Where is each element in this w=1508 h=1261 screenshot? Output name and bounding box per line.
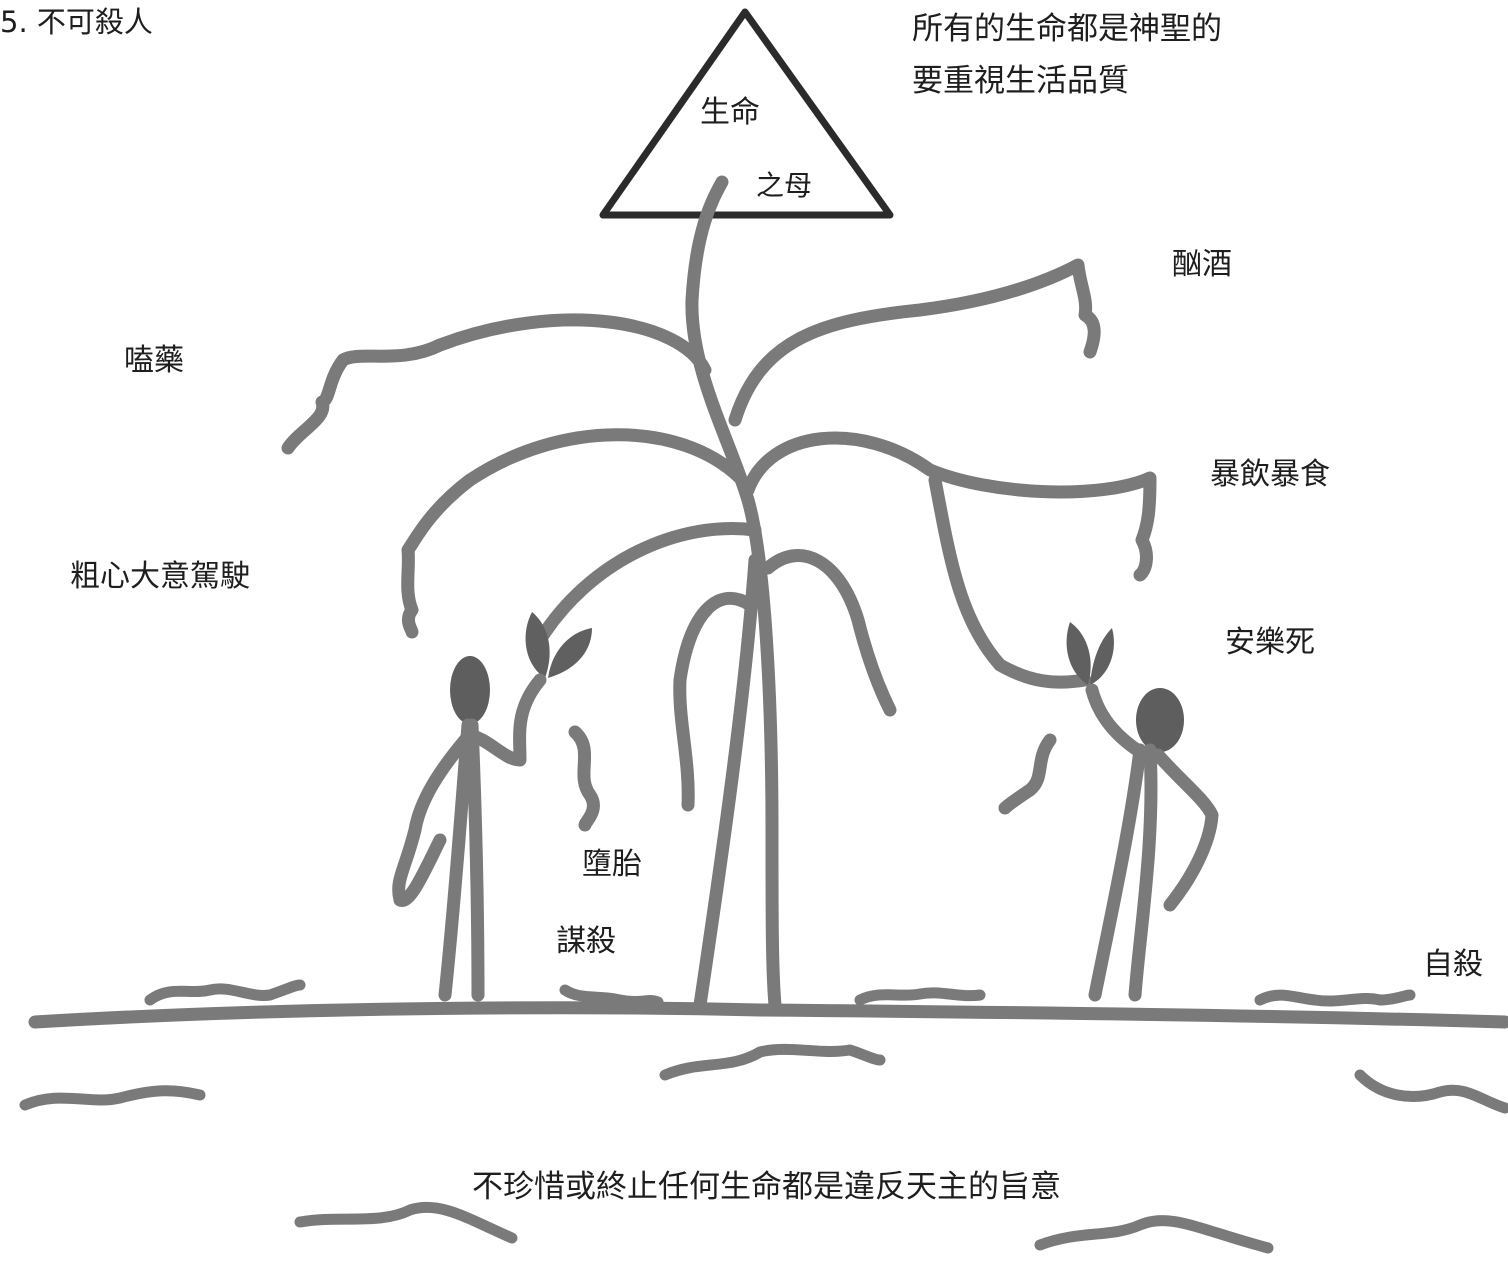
tree-trunk: [685, 175, 782, 1012]
threat-suicide: 自殺: [1423, 947, 1483, 982]
branch-upper-right: [728, 258, 1101, 427]
tree-of-life: [281, 175, 1157, 1012]
threat-abortion: 墮胎: [582, 847, 642, 882]
threat-reckless-driving: 粗心大意駕駛: [70, 559, 250, 594]
branch-low-right: [928, 473, 1092, 689]
tree-trunk-left: [693, 553, 762, 1012]
branch-low-left: [533, 522, 762, 647]
ground-tufts: [19, 979, 1508, 1254]
branch-mid-left: [401, 428, 747, 639]
branch-mid-right: [741, 431, 1157, 582]
scissors-right: [1066, 622, 1114, 685]
figure-left: [392, 656, 547, 1002]
threat-murder: 謀殺: [556, 924, 616, 959]
branch-upper-left: [281, 313, 712, 455]
ground-line: [28, 1001, 1508, 1029]
broken-twig-left: [568, 725, 600, 832]
threat-gluttony: 暴飲暴食: [1210, 457, 1330, 492]
triangle-outline: [599, 8, 894, 219]
threat-drugs: 嗑藥: [124, 343, 184, 378]
triangle-label-life: 生命: [700, 95, 760, 130]
statement-life-sacred: 所有的生命都是神聖的: [912, 11, 1222, 47]
threat-drinking: 酗酒: [1172, 247, 1232, 282]
scissors-left: [525, 612, 592, 678]
bottom-message: 不珍惜或終止任何生命都是違反天主的旨意: [472, 1169, 1061, 1205]
broken-twig-right: [998, 733, 1057, 815]
statement-quality-of-life: 要重視生活品質: [912, 63, 1129, 99]
branch-drooping-left: [673, 591, 757, 812]
threat-euthanasia: 安樂死: [1225, 625, 1315, 660]
page-heading: 5. 不可殺人: [0, 5, 153, 39]
branch-drooping-right: [761, 549, 897, 717]
triangle-label-mother: 之母: [756, 169, 813, 202]
figure-right: [1085, 683, 1219, 1002]
